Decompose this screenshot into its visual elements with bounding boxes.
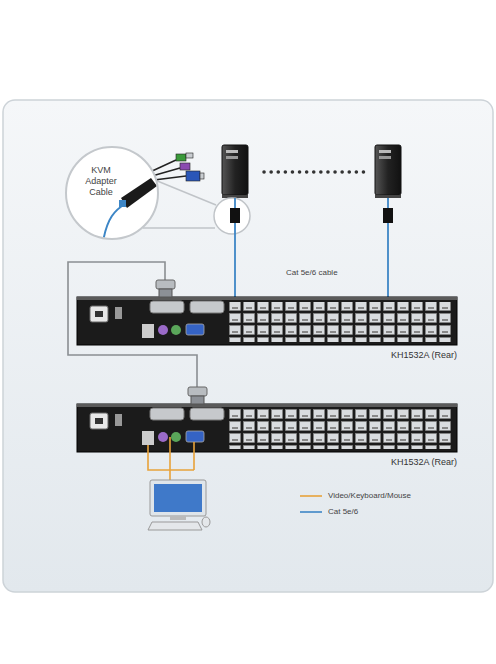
adapter-cable-icon	[67, 148, 159, 240]
callout-label: KVM Adapter Cable	[79, 165, 123, 198]
legend-line-sample	[300, 511, 322, 513]
callout-circle: KVM Adapter Cable	[65, 146, 159, 240]
cable-label: Cat 5e/6 cable	[286, 268, 338, 277]
legend-text: Video/Keyboard/Mouse	[328, 491, 411, 500]
kvm-switch: KH1532A (Rear)	[77, 404, 457, 452]
ferrite-core	[383, 208, 393, 223]
legend-text: Cat 5e/6	[328, 507, 358, 516]
dotted-ellipsis	[264, 170, 366, 174]
daisy-chain-cable	[68, 262, 197, 404]
device-label: KH1532A (Rear)	[391, 350, 457, 360]
device-label: KH1532A (Rear)	[391, 457, 457, 467]
adapter-plugs	[150, 153, 204, 181]
background-panel	[3, 100, 493, 592]
kvm-switch: KH1532A (Rear)	[77, 297, 457, 345]
ferrite-core	[230, 208, 240, 223]
kvm-switch-body	[77, 404, 457, 452]
console-cables	[148, 437, 194, 480]
legend-line-sample	[300, 495, 322, 497]
cat5-cable	[235, 198, 388, 297]
computer-tower	[222, 145, 248, 198]
zoom-circle	[214, 198, 250, 234]
computer-tower	[375, 145, 401, 198]
kvm-switch-body	[77, 297, 457, 345]
console-monitor	[148, 480, 210, 530]
